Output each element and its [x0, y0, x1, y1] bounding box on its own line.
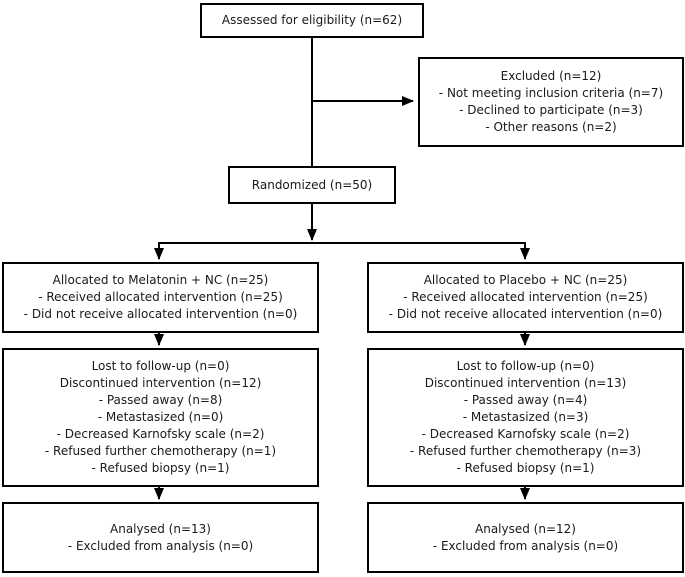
box-line: - Metastasized (n=3) — [462, 410, 589, 424]
box-line: Excluded (n=12) — [500, 69, 602, 83]
box-line: - Excluded from analysis (n=0) — [432, 538, 619, 553]
box-line: - Metastasized (n=0) — [97, 410, 224, 424]
box-line: - Passed away (n=8) — [98, 393, 223, 407]
box-line: Analysed (n=13) — [110, 521, 211, 536]
box-line: Analysed (n=12) — [475, 521, 576, 536]
box-line: - Received allocated intervention (n=25) — [38, 290, 283, 304]
box-line: - Did not receive allocated intervention… — [388, 307, 663, 321]
followup-melatonin-box: Lost to follow-up (n=0) Discontinued int… — [2, 348, 319, 487]
box-line: - Decreased Karnofsky scale (n=2) — [421, 427, 630, 441]
box-line: - Refused biopsy (n=1) — [456, 461, 595, 475]
box-line: - Received allocated intervention (n=25) — [403, 290, 648, 304]
box-line: - Refused further chemotherapy (n=3) — [409, 444, 642, 458]
excluded-box: Excluded (n=12) - Not meeting inclusion … — [418, 57, 684, 147]
box-line: - Other reasons (n=2) — [485, 120, 617, 134]
box-line: Lost to follow-up (n=0) — [91, 359, 230, 373]
allocation-placebo-box: Allocated to Placebo + NC (n=25) - Recei… — [367, 262, 684, 333]
box-line: - Passed away (n=4) — [463, 393, 588, 407]
box-line: Discontinued intervention (n=12) — [59, 376, 262, 390]
randomized-box: Randomized (n=50) — [228, 166, 396, 204]
followup-placebo-box: Lost to follow-up (n=0) Discontinued int… — [367, 348, 684, 487]
box-line: - Not meeting inclusion criteria (n=7) — [438, 86, 664, 100]
box-line: - Did not receive allocated intervention… — [23, 307, 298, 321]
box-line: Allocated to Melatonin + NC (n=25) — [52, 273, 269, 287]
analysed-melatonin-box: Analysed (n=13) - Excluded from analysis… — [2, 502, 319, 573]
allocation-melatonin-box: Allocated to Melatonin + NC (n=25) - Rec… — [2, 262, 319, 333]
box-line: - Refused biopsy (n=1) — [91, 461, 230, 475]
box-line: - Declined to participate (n=3) — [459, 103, 643, 117]
box-line: - Excluded from analysis (n=0) — [67, 538, 254, 553]
box-line: Lost to follow-up (n=0) — [456, 359, 595, 373]
box-line: - Decreased Karnofsky scale (n=2) — [56, 427, 265, 441]
analysed-placebo-box: Analysed (n=12) - Excluded from analysis… — [367, 502, 684, 573]
box-line: Discontinued intervention (n=13) — [424, 376, 627, 390]
box-line: Randomized (n=50) — [251, 177, 373, 192]
assessed-box: Assessed for eligibility (n=62) — [200, 3, 424, 38]
box-line: Allocated to Placebo + NC (n=25) — [423, 273, 628, 287]
box-line: Assessed for eligibility (n=62) — [221, 13, 403, 27]
box-line: - Refused further chemotherapy (n=1) — [44, 444, 277, 458]
